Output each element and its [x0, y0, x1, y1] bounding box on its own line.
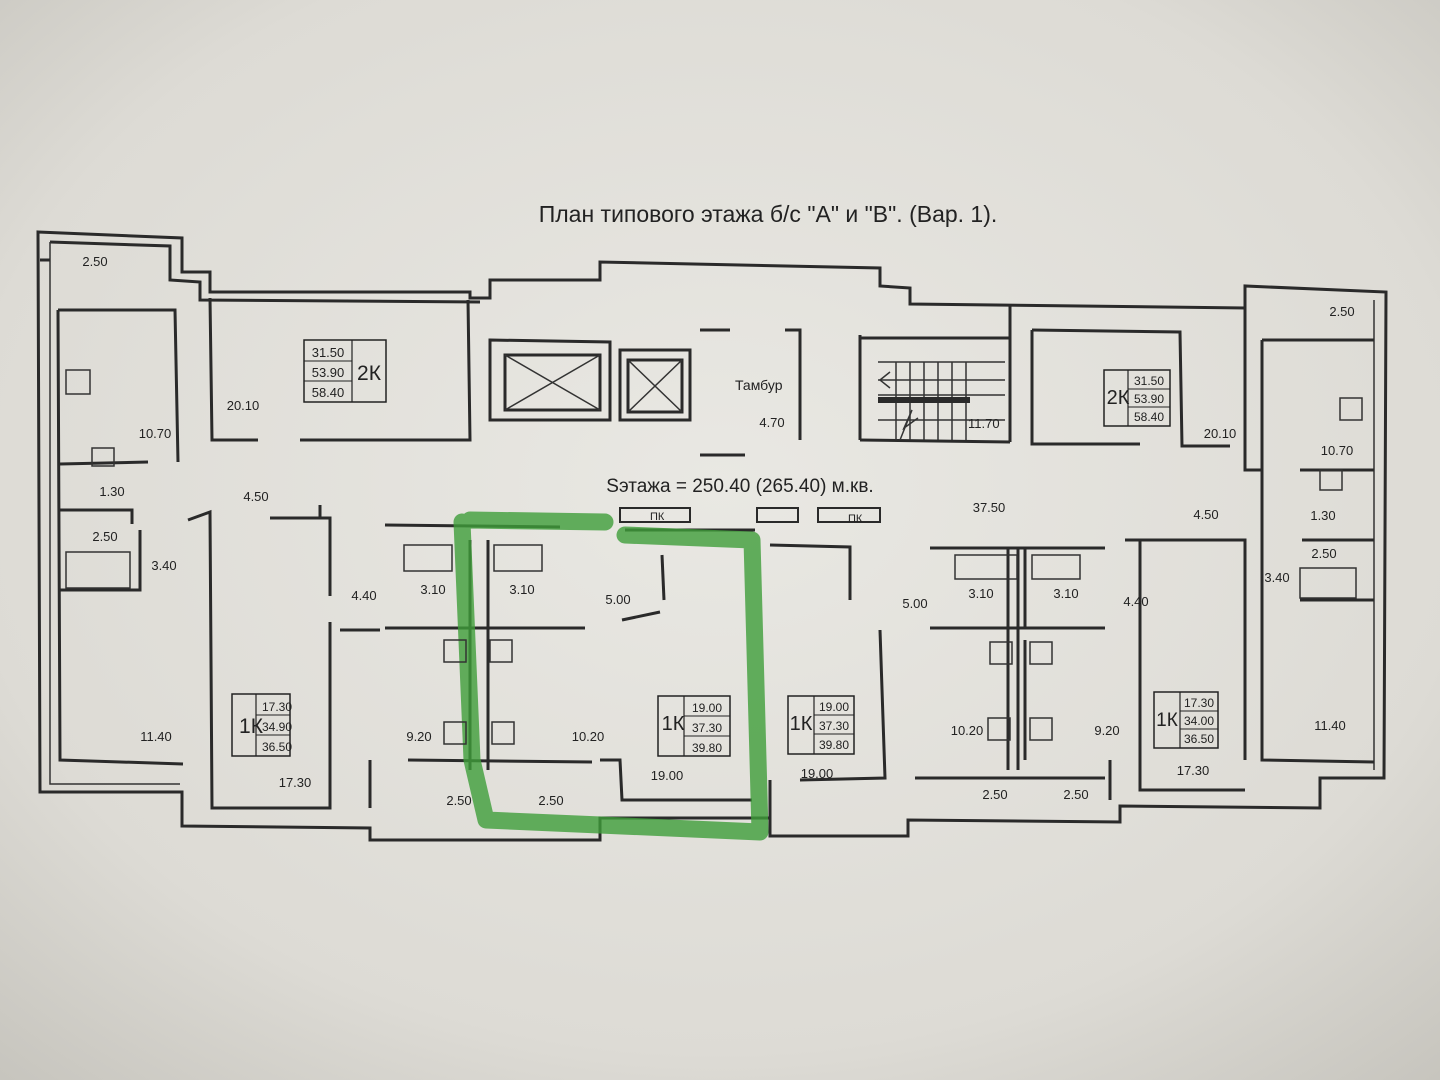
apartment-2k-right-gross: 58.40: [1134, 410, 1164, 424]
room-area-hall-50-r: 5.00: [902, 596, 927, 611]
apartment-box-2k-right: 2К 31.50 53.90 58.40: [1103, 369, 1171, 427]
room-area-labels: 2.50 10.70 20.10 1.30 2.50 4.50 3.40 11.40 4.40 3…: [82, 254, 1354, 808]
outer-walls: [36, 230, 1388, 842]
room-area-wc-r: 1.30: [1310, 508, 1335, 523]
room-area-room-20-r: 20.10: [1204, 426, 1237, 441]
room-area-balcony-b2: 2.50: [538, 793, 563, 808]
room-area-room-114-l: 11.40: [140, 729, 172, 744]
room-area-room-114-r: 11.40: [1314, 718, 1346, 733]
apartment-2k-right-living: 31.50: [1134, 374, 1164, 388]
apartment-1k-c-living: 19.00: [819, 700, 849, 714]
plan-title: План типового этажа б/с "А" и "В". (Вар.…: [539, 201, 998, 227]
floor-area-label: Sэтажа = 250.40 (265.40) м.кв.: [606, 476, 873, 497]
vestibule-label: Тамбур: [735, 377, 783, 393]
room-area-room-190-a: 19.00: [651, 768, 684, 783]
apartment-1k-c-gross: 39.80: [819, 738, 849, 752]
room-area-kitchen-l: 10.70: [139, 426, 172, 441]
room-area-room-190-b: 19.00: [801, 766, 834, 781]
room-area-bath-31-d: 3.10: [1053, 586, 1078, 601]
interior-walls: [40, 258, 1375, 820]
room-area-room-173-l: 17.30: [279, 775, 312, 790]
apartment-1k-a-type: 1К: [239, 715, 264, 738]
apartment-1k-a-living: 17.30: [262, 700, 292, 714]
room-area-bath-r: 2.50: [1311, 546, 1336, 561]
apartment-box-1k-d: 1К 17.30 34.00 36.50: [1153, 691, 1219, 749]
room-area-bath-31-a: 3.10: [420, 582, 445, 597]
stair-area-label: 11.70: [968, 416, 1000, 431]
room-area-balcony-tl: 2.50: [82, 254, 107, 269]
apartment-2k-left-type: 2К: [357, 362, 382, 385]
room-area-bath-31-c: 3.10: [968, 586, 993, 601]
room-area-bath-31-b: 3.10: [509, 582, 534, 597]
apartment-1k-d-type: 1К: [1156, 710, 1178, 731]
room-area-hall-45-r: 4.50: [1193, 507, 1218, 522]
apartment-box-1k-c: 1К 19.00 37.30 39.80: [787, 695, 855, 755]
selected-apartment-highlight: [453, 511, 769, 841]
room-area-kitchen-r: 10.70: [1321, 443, 1354, 458]
apartment-2k-left-gross: 58.40: [312, 385, 345, 400]
room-area-bath-l: 2.50: [92, 529, 117, 544]
room-area-hall-44-l: 4.40: [351, 588, 376, 603]
apartment-1k-b-total: 37.30: [692, 721, 722, 735]
apartment-2k-left-total: 53.90: [312, 365, 345, 380]
apartment-1k-a-total: 34.90: [262, 720, 292, 734]
apartment-box-2k-left: 31.50 53.90 58.40 2К: [303, 339, 387, 403]
room-area-wc-l: 1.30: [99, 484, 124, 499]
apartment-1k-b-type: 1К: [662, 713, 685, 735]
fire-cabinet-right: ПК: [848, 513, 863, 525]
room-area-balcony-tr: 2.50: [1329, 304, 1354, 319]
apartment-2k-left-living: 31.50: [312, 345, 345, 360]
room-area-hall-45-l: 4.50: [243, 489, 268, 504]
room-area-hall-34-l: 3.40: [151, 558, 176, 573]
room-area-vestibule-area: 4.70: [759, 415, 784, 430]
room-area-corridor: 37.50: [973, 500, 1006, 515]
room-area-kitchen-102-r: 10.20: [951, 723, 984, 738]
staircase: [878, 361, 1005, 441]
apartment-box-1k-a: 1К 17.30 34.90 36.50: [231, 693, 292, 757]
apartment-1k-d-living: 17.30: [1184, 696, 1214, 710]
room-area-kitchen-92-l: 9.20: [406, 729, 431, 744]
apartment-1k-d-total: 34.00: [1184, 714, 1214, 728]
apartment-1k-b-gross: 39.80: [692, 741, 722, 755]
room-area-kitchen-102-l: 10.20: [572, 729, 605, 744]
apartment-2k-right-total: 53.90: [1134, 392, 1164, 406]
room-area-room-173-r: 17.30: [1177, 763, 1210, 778]
fixtures: [65, 369, 1363, 745]
apartment-1k-a-gross: 36.50: [262, 740, 292, 754]
room-area-hall-44-r: 4.40: [1123, 594, 1148, 609]
room-area-balcony-b4: 2.50: [1063, 787, 1088, 802]
room-area-kitchen-92-r: 9.20: [1094, 723, 1119, 738]
apartment-1k-d-gross: 36.50: [1184, 732, 1214, 746]
fire-cabinet-left: ПК: [650, 511, 665, 523]
apartment-1k-c-type: 1К: [790, 713, 813, 735]
lift-shafts: [503, 353, 684, 414]
apartment-2k-right-type: 2К: [1107, 387, 1130, 409]
apartment-box-1k-b: 1К 19.00 37.30 39.80: [657, 695, 731, 757]
room-area-balcony-b3: 2.50: [982, 787, 1007, 802]
room-area-hall-34-r: 3.40: [1264, 570, 1289, 585]
room-area-hall-50-l: 5.00: [605, 592, 630, 607]
room-area-balcony-b1: 2.50: [446, 793, 471, 808]
room-area-room-20-l: 20.10: [227, 398, 260, 413]
apartment-1k-b-living: 19.00: [692, 701, 722, 715]
apartment-1k-c-total: 37.30: [819, 719, 849, 733]
